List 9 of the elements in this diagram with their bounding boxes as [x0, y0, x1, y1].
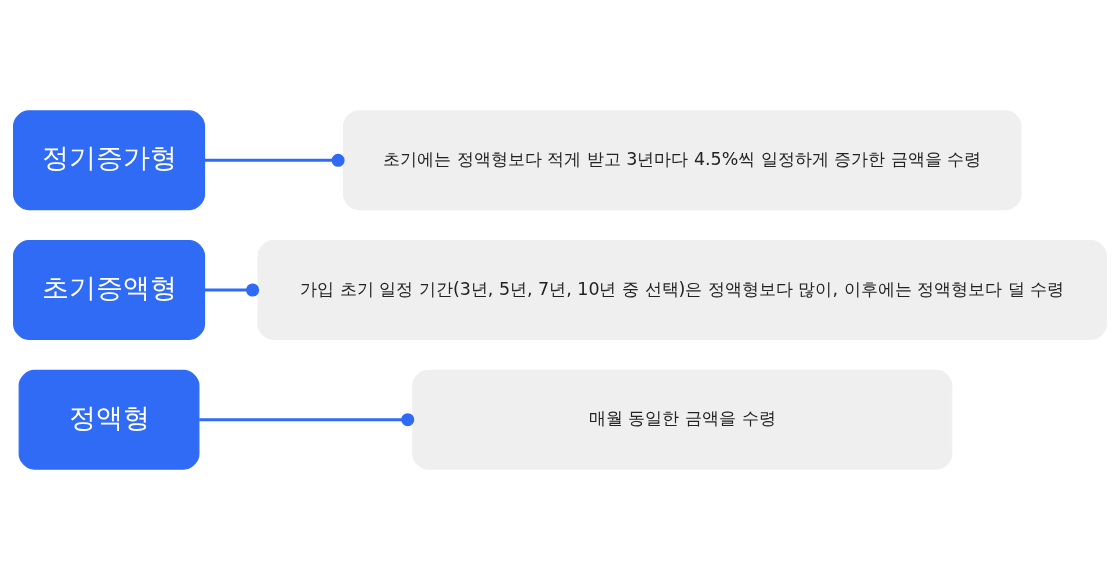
node-box: 가입 초기 일정 기간(3년, 5년, 7년, 10년 중 선택)은 정액형보다 많이, 이후에는 정액형보다 덜 수령	[257, 240, 1107, 340]
node-box: 매월 동일한 금액을 수령	[412, 369, 953, 470]
node-box: 정액형	[18, 369, 200, 470]
connector	[204, 153, 345, 167]
node-box: 초기증액형	[13, 240, 206, 340]
node-box: 초기에는 정액형보다 적게 받고 3년마다 4.5%씩 일정하게 증가한 금액을 수령	[342, 110, 1022, 211]
connector	[199, 413, 415, 427]
connector	[204, 283, 260, 297]
node-box: 정기증가형	[13, 110, 206, 211]
